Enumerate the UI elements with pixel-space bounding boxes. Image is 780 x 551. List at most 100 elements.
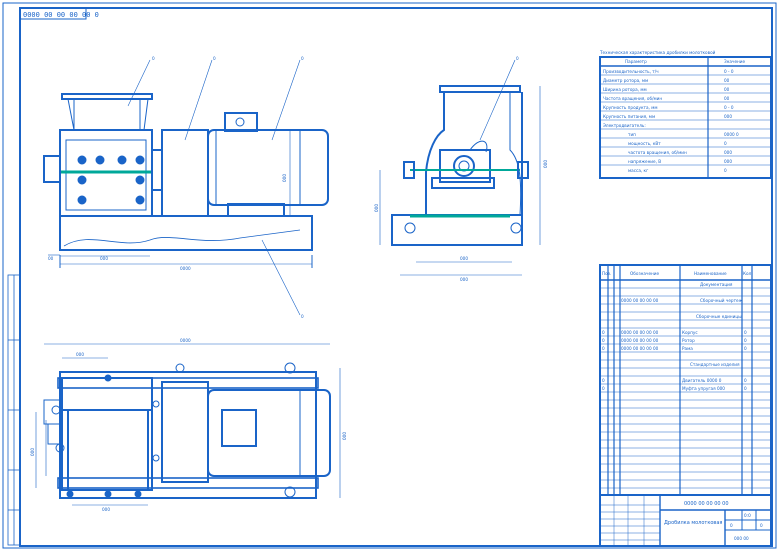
- dim-side-height: 000: [374, 204, 379, 212]
- top-left-stamp-box: [19, 7, 87, 20]
- top-left-stamp-text: 0000 00 00 00 00 0: [23, 11, 99, 19]
- parts-list: [599, 264, 772, 496]
- dim-top-length: 0000: [180, 338, 191, 343]
- title-block-scale: 0:0: [744, 513, 751, 518]
- parts-row-qty: 0: [744, 386, 747, 391]
- spec-row-value: 00: [724, 87, 730, 92]
- front-motor: [207, 129, 329, 206]
- spec-row-name: тип: [628, 132, 636, 137]
- sheet-inner-frame: [19, 7, 773, 547]
- parts-header-name: Наименование: [694, 271, 727, 276]
- top-frame: [59, 371, 317, 499]
- title-block-name: Дробилка молотковая: [664, 520, 722, 526]
- spec-row-name: масса, кг: [628, 168, 648, 173]
- spec-row-value: 000: [724, 114, 732, 119]
- dim-front-feet: 000: [100, 256, 108, 261]
- front-hopper: [61, 93, 153, 100]
- dim-front-width: 0000: [180, 266, 191, 271]
- spec-row-name: Ширина ротора, мм: [603, 87, 647, 92]
- dim-side-outer: 000: [460, 277, 468, 282]
- parts-row-pos: 0: [602, 378, 605, 383]
- dim-side-inner: 000: [460, 256, 468, 261]
- title-block: [599, 494, 772, 547]
- dim-front-offset: 00: [48, 256, 54, 261]
- parts-row-name: Рама: [682, 346, 693, 351]
- spec-row-name: частота вращения, об/мин: [628, 150, 687, 155]
- parts-header-qty: Кол.: [743, 271, 753, 276]
- top-crusher: [61, 377, 153, 491]
- front-base-frame: [59, 215, 313, 251]
- dim-top-width: 000: [342, 432, 347, 440]
- parts-row-qty: 0: [744, 378, 747, 383]
- top-coupling: [161, 381, 209, 483]
- spec-row-name: Крупность питания, мм: [603, 114, 655, 119]
- side-rotor-hub: [453, 155, 475, 177]
- spec-table: [599, 56, 772, 179]
- parts-section-heading: Сборочные единицы: [696, 314, 742, 319]
- spec-row-value: 00: [724, 96, 730, 101]
- callout-1: 0: [152, 56, 155, 61]
- spec-row-value: 000: [724, 159, 732, 164]
- spec-row-name: напряжение, В: [628, 159, 661, 164]
- side-view: [379, 59, 541, 276]
- parts-row-qty: 0: [744, 338, 747, 343]
- dim-top-bottom: 000: [102, 507, 110, 512]
- spec-header-value: Значение: [724, 59, 745, 64]
- top-motor: [207, 389, 331, 477]
- spec-row-name: Электродвигатель:: [603, 123, 646, 128]
- parts-row-designation: 0000 00 00 00 00: [621, 346, 659, 351]
- parts-row-name: Сборочный чертеж: [700, 298, 743, 303]
- parts-row-pos: 0: [602, 346, 605, 351]
- side-base: [391, 214, 523, 246]
- parts-row-pos: 0: [602, 330, 605, 335]
- title-block-sheet: 0: [730, 523, 733, 528]
- title-block-org: 000 00: [734, 536, 749, 541]
- spec-row-name: мощность, кВт: [628, 141, 661, 146]
- front-coupling-guard: [161, 129, 209, 217]
- callout-2: 0: [213, 56, 216, 61]
- title-block-sheets: 0: [760, 523, 763, 528]
- spec-header-param: Параметр: [625, 59, 647, 64]
- front-view: [43, 59, 329, 316]
- spec-row-name: Частота вращения, об/мин: [603, 96, 662, 101]
- spec-row-value: 000: [724, 150, 732, 155]
- spec-row-name: Диаметр ротора, мм: [603, 78, 648, 83]
- parts-row-name: Ротор: [682, 338, 695, 343]
- spec-row-value: 0 - 0: [724, 105, 734, 110]
- spec-row-value: 00: [724, 78, 730, 83]
- top-view: [35, 343, 341, 506]
- parts-row-pos: 0: [602, 338, 605, 343]
- dim-front-height: 000: [282, 174, 287, 182]
- parts-rows: Документация 0000 00 00 00 00 Сборочный …: [602, 282, 747, 391]
- spec-row-value: 0: [724, 141, 727, 146]
- parts-row-qty: 0: [744, 346, 747, 351]
- parts-header-designation: Обозначение: [630, 271, 659, 276]
- side-rotor-housing: [439, 149, 491, 183]
- parts-row-name: Двигатель 0000 0: [682, 378, 722, 383]
- parts-row-designation: 0000 00 00 00 00: [621, 338, 659, 343]
- title-block-code: 0000 00 00 00 00: [684, 501, 729, 507]
- spec-row-value: 0: [724, 168, 727, 173]
- callout-5: 0: [516, 56, 519, 61]
- parts-row-designation: 0000 00 00 00 00: [621, 298, 659, 303]
- dim-top-left-offset: 000: [76, 352, 84, 357]
- callout-4: 0: [301, 314, 304, 319]
- parts-row-name: Корпус: [682, 330, 698, 335]
- side-hopper: [439, 85, 521, 93]
- parts-row-pos: 0: [602, 386, 605, 391]
- spec-row-name: Производительность, т/ч: [603, 69, 659, 74]
- dim-side-height-right: 000: [543, 160, 548, 168]
- parts-section-heading: Документация: [700, 282, 733, 287]
- parts-row-designation: 0000 00 00 00 00: [621, 330, 659, 335]
- parts-row-name: Муфта упругая 000: [682, 386, 725, 391]
- parts-section-heading: Стандартные изделия: [690, 362, 740, 367]
- binding-strip: [7, 274, 21, 546]
- spec-row-value: 0 - 0: [724, 69, 734, 74]
- spec-row-value: 0000 0: [724, 132, 739, 137]
- spec-table-title: Техническая характеристика дробилки моло…: [599, 50, 716, 55]
- parts-row-qty: 0: [744, 330, 747, 335]
- spec-rows: Производительность, т/ч 0 - 0 Диаметр ро…: [603, 69, 739, 173]
- parts-header-pos: Поз.: [602, 271, 611, 276]
